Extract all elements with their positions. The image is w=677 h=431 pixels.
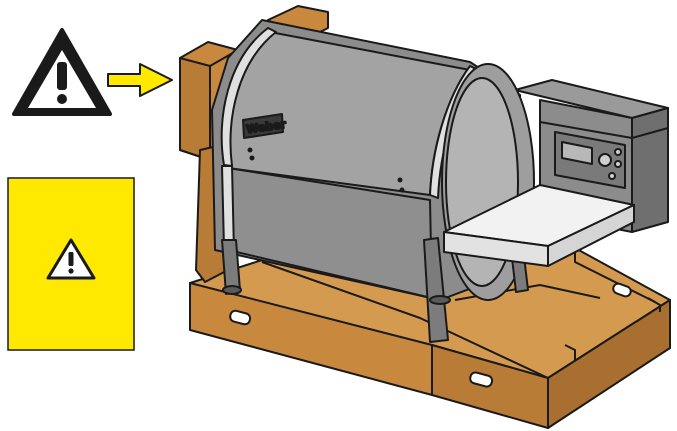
- grill: Weber: [211, 19, 669, 343]
- tray-handle-slot: [612, 282, 632, 298]
- controller-screen: [561, 141, 593, 165]
- hopper-box-side: [631, 107, 669, 233]
- warning-triangle: [12, 28, 112, 116]
- tray-right-face: [547, 299, 671, 429]
- tray-inner-rib: [261, 261, 549, 379]
- lid-band-left: [220, 27, 277, 167]
- screw: [397, 177, 403, 183]
- grill-foot: [429, 295, 451, 305]
- controller-button: [614, 160, 622, 168]
- warning-card: [7, 177, 135, 351]
- screw: [399, 187, 405, 193]
- screw: [247, 147, 253, 153]
- packing-post-left-side: [179, 57, 211, 161]
- tray-notch: [564, 344, 576, 360]
- tray-handle-slot: [469, 371, 494, 388]
- screw: [249, 155, 255, 161]
- controller-button: [608, 172, 616, 180]
- exclamation-warning-icon: [46, 238, 96, 280]
- grill-leg-front: [423, 237, 449, 343]
- grill-foot: [222, 285, 242, 295]
- controller-dial: [598, 153, 612, 167]
- brand-badge: Weber: [242, 113, 288, 139]
- tray-notch: [647, 297, 661, 312]
- hopper-lid-line: [539, 121, 669, 139]
- arrow-right-icon: [107, 63, 173, 97]
- controller-button: [614, 148, 622, 156]
- side-shelf-side: [547, 204, 635, 267]
- tray-handle-slot: [229, 309, 252, 326]
- controller-panel: [554, 131, 626, 189]
